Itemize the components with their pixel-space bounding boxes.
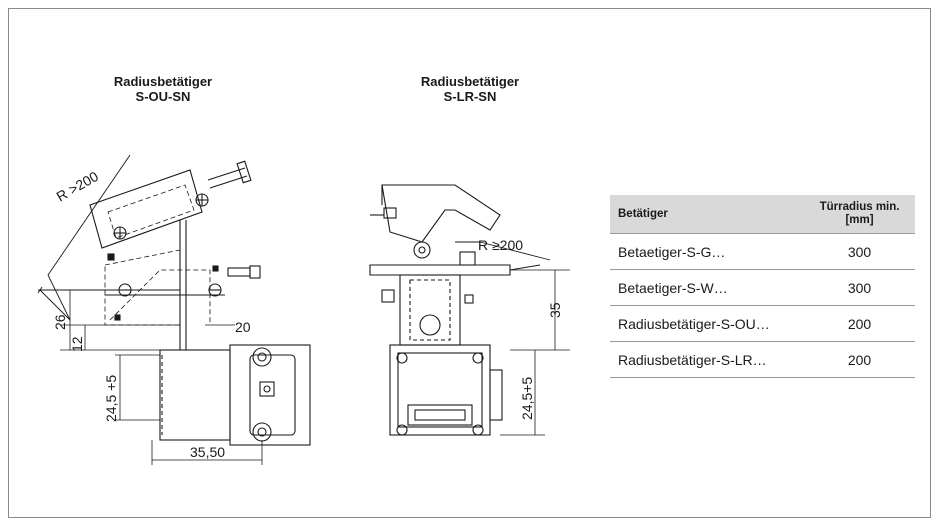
right-technical-drawing bbox=[369, 184, 570, 436]
row-door-radius: 200 bbox=[804, 305, 915, 342]
header-door-radius-line2: [mm] bbox=[845, 214, 874, 226]
header-actuator: Betätiger bbox=[610, 195, 805, 234]
right-title-line2: S-LR-SN bbox=[443, 89, 497, 104]
right-dimension-labels: R ≥200 35 24,5+5 bbox=[478, 237, 563, 420]
left-title-line2: S-OU-SN bbox=[135, 89, 191, 104]
row-actuator-name: Betaetiger-S-W… bbox=[610, 269, 805, 306]
left-title-line1: Radiusbetätiger bbox=[113, 74, 213, 89]
row-actuator-name: Radiusbetätiger-S-LR… bbox=[610, 341, 805, 378]
left-dim-24-5: 24,5 +5 bbox=[103, 375, 119, 422]
row-actuator-name: Betaetiger-S-G… bbox=[610, 233, 805, 270]
table-header-row: Betätiger Türradius min. [mm] bbox=[610, 195, 915, 234]
table-row: Betaetiger-S-W… 300 bbox=[610, 269, 915, 306]
left-dim-20: 20 bbox=[235, 319, 251, 335]
left-technical-drawing bbox=[37, 154, 311, 465]
row-actuator-name: Radiusbetätiger-S-OU… bbox=[610, 305, 805, 342]
left-dimension-labels: R >200 26 12 20 24,5 +5 35,50 bbox=[52, 168, 251, 460]
right-dim-radius: R ≥200 bbox=[478, 237, 523, 253]
header-door-radius: Türradius min. [mm] bbox=[804, 195, 915, 234]
left-dim-26: 26 bbox=[52, 314, 68, 330]
row-door-radius: 300 bbox=[804, 269, 915, 306]
right-drawing-title: Radiusbetätiger S-LR-SN bbox=[395, 74, 545, 104]
document-frame bbox=[8, 8, 931, 518]
right-dim-35: 35 bbox=[547, 302, 563, 318]
row-door-radius: 300 bbox=[804, 233, 915, 270]
row-door-radius: 200 bbox=[804, 341, 915, 378]
table-row: Radiusbetätiger-S-OU… 200 bbox=[610, 305, 915, 342]
header-door-radius-line1: Türradius min. bbox=[819, 201, 900, 213]
table-row: Radiusbetätiger-S-LR… 200 bbox=[610, 341, 915, 378]
right-dim-24-5: 24,5+5 bbox=[519, 377, 535, 420]
left-dim-12: 12 bbox=[69, 336, 85, 352]
right-title-line1: Radiusbetätiger bbox=[420, 74, 520, 89]
left-drawing-title: Radiusbetätiger S-OU-SN bbox=[88, 74, 238, 104]
table-row: Betaetiger-S-G… 300 bbox=[610, 233, 915, 270]
door-radius-table: Betätiger Türradius min. [mm] Betaetiger… bbox=[610, 195, 915, 378]
left-dim-35-50: 35,50 bbox=[190, 444, 225, 460]
left-dim-radius: R >200 bbox=[54, 168, 102, 205]
